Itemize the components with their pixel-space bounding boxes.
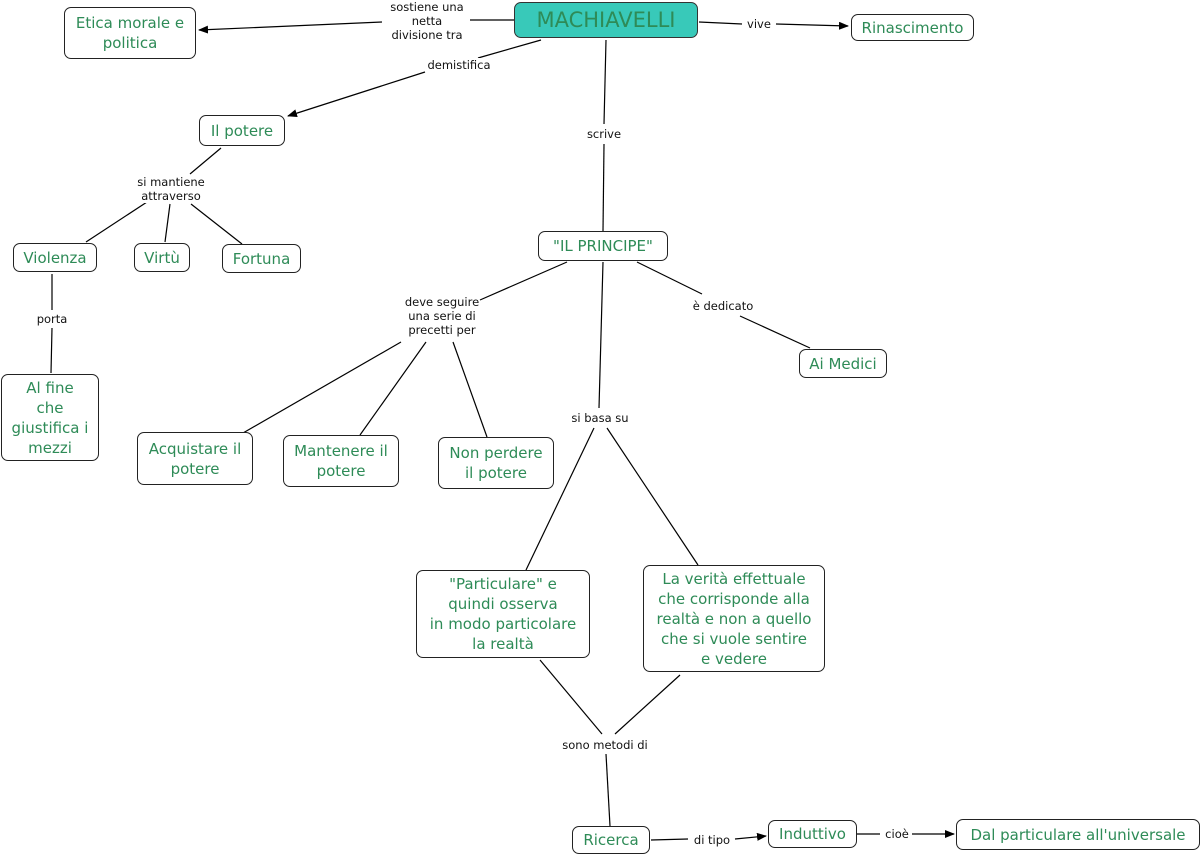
link-demistifica-potere bbox=[287, 71, 426, 118]
label-sostiene: sostiene una netta divisione tra bbox=[390, 0, 464, 42]
node-nonperdere[interactable]: Non perdere il potere bbox=[438, 437, 554, 489]
node-alfine[interactable]: Al fine che giustifica i mezzi bbox=[1, 374, 99, 461]
node-verita[interactable]: La verità effettuale che corrisponde all… bbox=[643, 565, 825, 672]
label-cioe: cioè bbox=[885, 827, 909, 841]
label-porta: porta bbox=[36, 312, 68, 326]
link-sostiene-etica bbox=[198, 21, 383, 34]
link-ditipo-induttivo bbox=[734, 832, 767, 841]
link-principe-deveseguire bbox=[479, 261, 568, 301]
node-virtu[interactable]: Virtù bbox=[134, 243, 190, 272]
label-ditipo: di tipo bbox=[693, 833, 731, 847]
link-dedicato-medici bbox=[739, 315, 811, 349]
link-porta-alfine bbox=[50, 327, 53, 374]
link-simantiene-fortuna bbox=[190, 203, 243, 245]
link-sonometodi-ricerca bbox=[605, 753, 611, 827]
node-induttivo[interactable]: Induttivo bbox=[768, 820, 857, 848]
node-acquistare[interactable]: Acquistare il potere bbox=[137, 432, 253, 485]
link-potere-simantiene bbox=[189, 147, 222, 175]
link-deveseguire-mantenere bbox=[359, 341, 427, 436]
node-universale[interactable]: Dal particulare all'universale bbox=[956, 819, 1200, 850]
link-scrive-principe bbox=[602, 143, 605, 232]
node-principe[interactable]: "IL PRINCIPE" bbox=[538, 231, 668, 261]
label-sonometodi: sono metodi di bbox=[562, 738, 648, 752]
node-ricerca[interactable]: Ricerca bbox=[572, 826, 650, 854]
label-simantiene: si mantiene attraverso bbox=[137, 175, 205, 203]
label-deveseguire: deve seguire una serie di precetti per bbox=[404, 295, 480, 337]
link-deveseguire-nonperdere bbox=[452, 341, 488, 438]
link-principe-dedicato bbox=[636, 261, 703, 295]
link-machiavelli-demistifica bbox=[477, 39, 542, 59]
label-sibasa: si basa su bbox=[571, 411, 629, 425]
label-demistifica: demistifica bbox=[427, 58, 491, 72]
label-vive: vive bbox=[747, 17, 771, 31]
node-etica[interactable]: Etica morale e politica bbox=[64, 7, 196, 59]
link-verita-sonometodi bbox=[614, 674, 681, 735]
node-fortuna[interactable]: Fortuna bbox=[222, 244, 301, 273]
label-scrive: scrive bbox=[586, 127, 622, 141]
node-potere[interactable]: Il potere bbox=[199, 115, 285, 146]
node-mantenere[interactable]: Mantenere il potere bbox=[283, 435, 399, 487]
link-particulare-sonometodi bbox=[539, 659, 603, 735]
node-violenza[interactable]: Violenza bbox=[13, 243, 97, 272]
node-medici[interactable]: Ai Medici bbox=[799, 349, 887, 378]
label-dedicato: è dedicato bbox=[692, 299, 754, 313]
link-vive-rinascimento bbox=[775, 21, 849, 30]
link-simantiene-virtu bbox=[164, 203, 171, 243]
link-simantiene-violenza bbox=[85, 201, 148, 243]
link-ricerca-ditipo bbox=[650, 838, 689, 841]
node-machiavelli[interactable]: MACHIAVELLI bbox=[514, 2, 698, 38]
link-machiavelli-scrive bbox=[603, 39, 607, 125]
link-deveseguire-acquistare bbox=[242, 341, 402, 434]
link-sibasa-particulare bbox=[525, 427, 595, 571]
node-particulare[interactable]: "Particulare" e quindi osserva in modo p… bbox=[416, 570, 590, 658]
link-principe-sibasa bbox=[598, 261, 604, 409]
link-machiavelli-vive bbox=[698, 21, 743, 25]
link-sibasa-verita bbox=[606, 427, 699, 566]
node-rinascimento[interactable]: Rinascimento bbox=[851, 14, 974, 41]
